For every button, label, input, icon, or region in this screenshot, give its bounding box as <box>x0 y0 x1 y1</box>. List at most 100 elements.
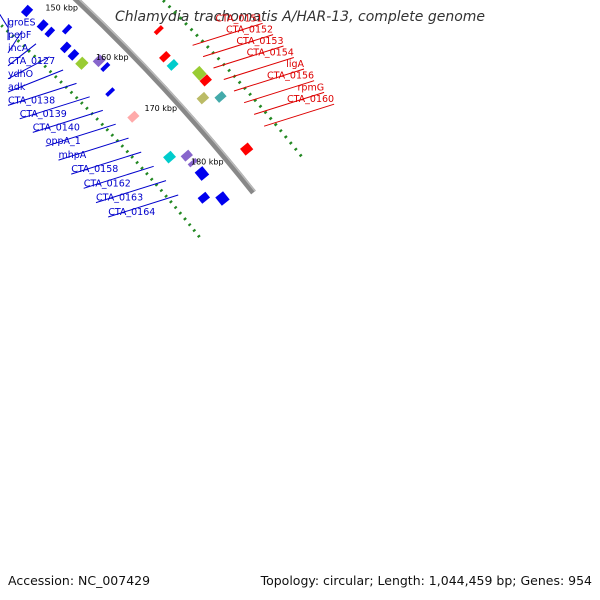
tick-dot <box>69 90 74 95</box>
gene-label: pepF <box>8 30 31 41</box>
gene-feature <box>100 62 111 72</box>
gene-feature <box>153 25 164 36</box>
gene-feature <box>159 50 171 63</box>
gene-label: CTA_0154 <box>247 48 294 59</box>
gene-label: ligA <box>286 59 304 70</box>
label-leaders <box>0 13 335 218</box>
backbone-line <box>72 0 256 195</box>
leader-line <box>253 91 325 115</box>
tick-dot <box>100 122 105 127</box>
gene-label: CTA_0156 <box>267 71 314 82</box>
genome-summary-text: Topology: circular; Length: 1,044,459 bp… <box>260 573 592 588</box>
tick-dot <box>59 80 63 84</box>
leader-line <box>7 43 37 67</box>
leader-line <box>243 80 315 104</box>
tick-dot <box>110 133 115 137</box>
leader-line <box>108 194 179 218</box>
tick-dot <box>169 200 173 204</box>
gene-label: mhpA <box>59 150 87 161</box>
tick-dot <box>145 171 149 176</box>
gene-feature <box>166 59 179 71</box>
tick-dot <box>22 44 26 48</box>
tick-dot <box>80 101 84 105</box>
leader-line <box>45 123 116 147</box>
tick-dot <box>183 217 187 221</box>
tick-dot <box>159 188 164 193</box>
gene-label: CTA_0153 <box>236 36 283 47</box>
gene-feature <box>197 191 211 204</box>
leader-line <box>19 96 90 120</box>
gene-feature <box>214 90 227 103</box>
tick-dot <box>195 33 199 38</box>
leader-line <box>213 45 284 69</box>
tick-dot <box>288 141 293 145</box>
leader-line <box>202 34 274 58</box>
tick-dot <box>149 177 154 182</box>
gene-feature <box>20 4 34 18</box>
gene-feature <box>196 91 210 105</box>
gene-feature <box>240 142 254 156</box>
tick-dot <box>248 92 252 97</box>
leader-line <box>7 30 23 54</box>
gene-feature <box>199 74 212 87</box>
ruler-label: 150 kbp <box>45 3 78 12</box>
gene-label: CTA_0164 <box>108 207 155 218</box>
gene-feature <box>215 191 230 206</box>
tick-dot <box>205 45 210 49</box>
tick-dot <box>125 149 130 154</box>
gene-label: oppA_1 <box>46 136 81 147</box>
tick-dot <box>192 228 197 233</box>
leader-line <box>263 103 335 127</box>
gene-feature <box>44 26 56 38</box>
leader-line <box>83 165 154 189</box>
gene-feature <box>75 56 89 70</box>
tick-dot <box>227 68 232 73</box>
tick-dot <box>273 122 278 127</box>
tick-dot <box>130 155 135 159</box>
tick-dot <box>105 128 110 132</box>
tick-dot <box>178 211 183 215</box>
gene-feature <box>36 19 49 32</box>
gene-feature <box>194 166 210 181</box>
tick-dot <box>184 21 188 26</box>
tick-dot <box>74 95 79 100</box>
tick-dot <box>268 116 273 121</box>
leader-line <box>7 69 64 93</box>
leader-line <box>32 109 103 133</box>
leader-line <box>7 56 50 80</box>
tick-dot <box>95 117 99 121</box>
tick-dot <box>43 64 48 69</box>
ruler-label: 180 kbp <box>191 157 224 166</box>
backbone-ring <box>72 0 256 195</box>
leader-line <box>0 13 9 28</box>
gene-label: incA <box>8 43 29 54</box>
gene-feature <box>192 65 207 81</box>
tick-dot <box>197 234 201 239</box>
tick-dot <box>189 27 194 32</box>
gene-label: CTA_0162 <box>84 178 131 189</box>
tick-dot <box>85 106 89 111</box>
gene-label: CTA_0127 <box>8 56 55 67</box>
gene-label: CTA_0152 <box>226 25 273 36</box>
tick-dot <box>16 39 21 43</box>
gene-label: CTA_0138 <box>8 95 55 106</box>
tick-dot <box>283 135 288 139</box>
tick-dot <box>173 10 177 15</box>
leader-line <box>233 68 305 92</box>
map-title: Chlamydia trachomatis A/HAR-13, complete… <box>114 9 486 25</box>
tick-dot <box>154 183 159 187</box>
tick-dot <box>173 205 178 210</box>
leader-line <box>58 137 129 161</box>
gene-feature <box>92 54 106 68</box>
gene-label: ydhO <box>8 69 33 80</box>
leader-line <box>223 57 294 80</box>
tick-dot <box>11 34 15 38</box>
feature-glyphs <box>20 4 254 206</box>
tick-dot <box>120 144 125 148</box>
tick-dot <box>216 56 221 61</box>
gene-feature <box>187 157 198 168</box>
gene-feature <box>163 150 177 164</box>
tick-dot <box>278 128 283 133</box>
